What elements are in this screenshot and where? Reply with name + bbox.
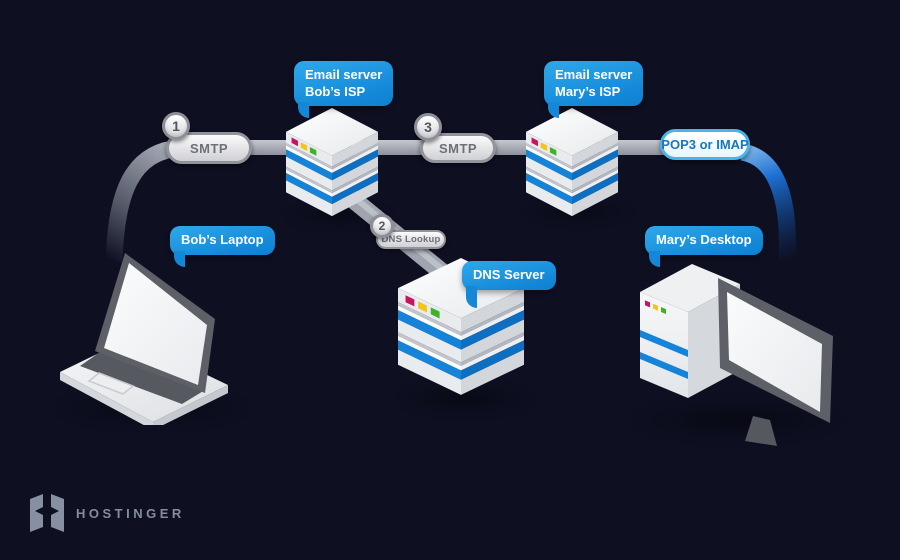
smtp-pill-step1-label: SMTP <box>189 140 229 156</box>
step-badge-1: 1 <box>162 112 190 140</box>
arc-pop3-to-desktop <box>739 143 796 261</box>
mary-desktop-illustration <box>640 264 833 446</box>
bob-isp-server-illustration <box>286 108 378 217</box>
pop3-imap-pill-label: POP3 or IMAP <box>661 137 749 152</box>
bubble-bobs-laptop: Bob’s Laptop <box>170 226 275 267</box>
bubble-mary-isp-line1: Email server <box>555 67 633 82</box>
bubble-email-server-bob-isp: Email server Bob’s ISP <box>294 61 394 119</box>
hostinger-logo-text: HOSTINGER <box>76 505 185 521</box>
arc-laptop-to-smtp1 <box>105 139 182 263</box>
bubble-dns-server-label: DNS Server <box>473 267 545 282</box>
step-badge-3: 3 <box>414 113 442 141</box>
bubble-bobs-laptop-label: Bob’s Laptop <box>181 232 264 247</box>
bubble-bob-isp-line2: Bob’s ISP <box>305 83 366 99</box>
pop3-imap-pill: POP3 or IMAP <box>660 129 750 160</box>
bubble-dns-server: DNS Server <box>462 261 556 308</box>
hostinger-logo: HOSTINGER <box>30 494 185 532</box>
bubble-marys-desktop-label: Mary’s Desktop <box>656 232 752 247</box>
dns-lookup-pill: DNS Lookup <box>376 230 446 249</box>
step-badge-2-number: 2 <box>378 219 386 233</box>
bubble-email-server-mary-isp: Email server Mary’s ISP <box>544 61 644 119</box>
bubble-marys-desktop: Mary’s Desktop <box>645 226 763 267</box>
smtp-pill-step3-label: SMTP <box>438 140 478 156</box>
bubble-mary-isp-line2: Mary’s ISP <box>555 83 621 99</box>
bob-laptop-illustration <box>60 253 228 425</box>
dns-lookup-pill-label: DNS Lookup <box>381 234 441 245</box>
step-badge-1-number: 1 <box>172 118 180 134</box>
step-badge-3-number: 3 <box>424 119 432 135</box>
step-badge-2: 2 <box>370 214 394 238</box>
mary-isp-server-illustration <box>526 108 618 217</box>
bubble-bob-isp-line1: Email server <box>305 67 383 82</box>
hostinger-h-icon <box>30 494 64 532</box>
